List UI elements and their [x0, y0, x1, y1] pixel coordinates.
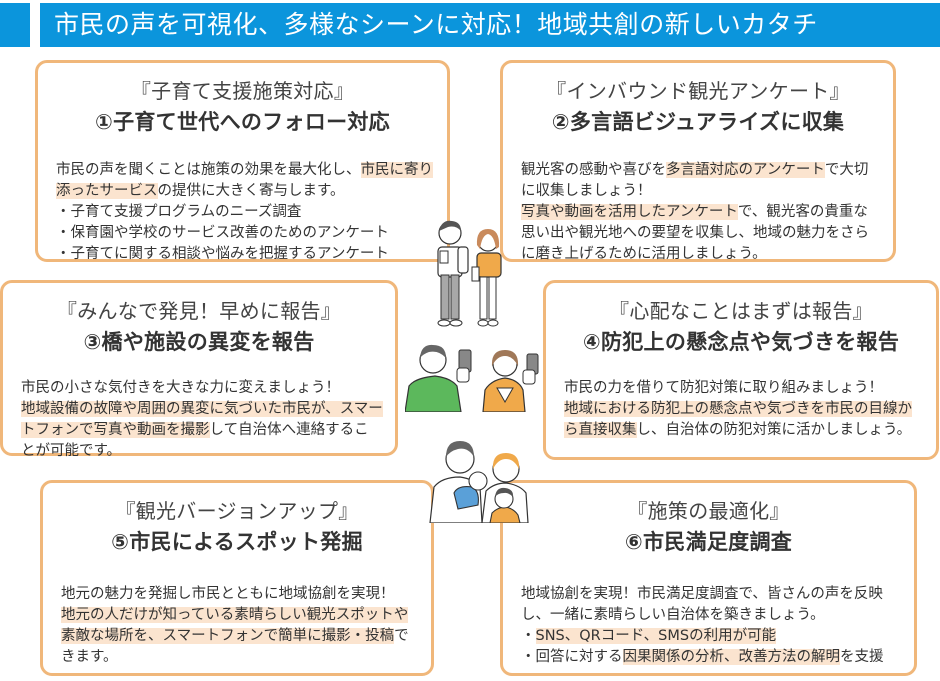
body-text: 市民の小さな気付きを大きな力に変えましょう！ [21, 380, 340, 396]
bullet-item: ・子育てに関する相談や悩みを把握するアンケート [56, 246, 389, 262]
body-text: できます。 [61, 628, 409, 665]
body-text: 市民の声を聞くことは施策の効果を最大化し、 [56, 162, 361, 178]
card-subtitle: 『子育て支援施策対応』 [130, 79, 355, 103]
header-accent-block [0, 3, 30, 47]
body-text: 観光客の感動や喜びを [521, 162, 666, 178]
card-body: 市民の力を借りて防犯対策に取り組みましょう！ 地域における防犯上の懸念点や気づき… [546, 378, 936, 441]
card-subtitle: 『観光バージョンアップ』 [115, 499, 359, 523]
card-title: ⑥市民満足度調査 [624, 530, 793, 554]
bullet-item: ・子育て支援プログラムのニーズ調査 [56, 204, 302, 220]
card-body: 市民の小さな気付きを大きな力に変えましょう！ 地域設備の故障や周囲の異変に気づい… [3, 378, 395, 462]
body-text: で大切に収集しましょう！ [521, 162, 869, 199]
highlighted-text: SNS、QRコード、SMSの利用が可能 [535, 628, 777, 644]
card-crime-prevention: 『心配なことはまずは報告』 ④防犯上の懸念点や気づきを報告 市民の力を借りて防犯… [543, 280, 939, 460]
body-text: で、観光客の貴重な思い出や観光地への要望を収集し、地域の魅力をさらに磨き上げるた… [521, 204, 869, 262]
body-text: し、自治体の防犯対策に活かしましょう。 [636, 422, 912, 438]
highlighted-text: 写真や動画を活用したアンケート [521, 204, 738, 220]
body-text: を支援 [840, 649, 884, 665]
bullet-marker: ・回答に対する [521, 649, 623, 665]
bullet-marker: ・ [521, 628, 536, 644]
smartphone-users-icon [404, 344, 539, 413]
card-tourism-spots: 『観光バージョンアップ』 ⑤市民によるスポット発掘 地元の魅力を発掘し市民ととも… [40, 480, 434, 676]
family-icon [429, 441, 529, 524]
card-subtitle: 『インバウンド観光アンケート』 [546, 79, 850, 103]
highlighted-text: 地元の人だけが知っている素晴らしい観光スポットや素敵な場所を、スマートフォンで簡… [61, 607, 409, 644]
card-title: ①子育て世代へのフォロー対応 [95, 110, 390, 134]
students-illustration [428, 215, 514, 333]
card-body: 市民の声を聞くことは施策の効果を最大化し、市民に寄り添ったサービスの提供に大きく… [38, 160, 447, 265]
card-body: 地域協創を実現！市民満足度調査で、皆さんの声を反映し、一緒に素晴らしい自治体を築… [503, 584, 914, 668]
students-icon [437, 220, 502, 327]
page-title: 市民の声を可視化、多様なシーンに対応！地域共創の新しいカタチ [40, 3, 940, 47]
card-facility-report: 『みんなで発見！早めに報告』 ③橋や施設の異変を報告 市民の小さな気付きを大きな… [0, 280, 398, 459]
card-subtitle: 『心配なことはまずは報告』 [609, 299, 873, 323]
card-body: 観光客の感動や喜びを多言語対応のアンケートで大切に収集しましょう！ 写真や動画を… [503, 160, 893, 265]
card-body: 地元の魅力を発掘し市民とともに地域協創を実現！ 地元の人だけが知っている素晴らし… [43, 584, 431, 668]
body-text: 地元の魅力を発掘し市民とともに地域協創を実現！ [61, 586, 395, 602]
card-title: ②多言語ビジュアライズに収集 [551, 110, 845, 134]
card-satisfaction-survey: 『施策の最適化』 ⑥市民満足度調査 地域協創を実現！市民満足度調査で、皆さんの声… [500, 480, 917, 676]
body-text: の提供に大きく寄与します。 [157, 183, 345, 199]
body-text: して自治体へ連絡することが可能です。 [21, 422, 369, 459]
card-title: ④防犯上の懸念点や気づきを報告 [582, 330, 900, 354]
card-inbound-tourism: 『インバウンド観光アンケート』 ②多言語ビジュアライズに収集 観光客の感動や喜び… [500, 60, 896, 262]
family-illustration [428, 435, 532, 524]
bullet-item: ・保育園や学校のサービス改善のためのアンケート [56, 225, 389, 241]
card-subtitle: 『施策の最適化』 [627, 499, 790, 523]
body-text: 市民の力を借りて防犯対策に取り組みましょう！ [564, 380, 883, 396]
phone-users-illustration [404, 340, 545, 413]
highlighted-text: 多言語対応のアンケート [666, 162, 825, 178]
card-title: ⑤市民によるスポット発掘 [111, 530, 363, 554]
card-childcare-support: 『子育て支援施策対応』 ①子育て世代へのフォロー対応 市民の声を聞くことは施策の… [35, 60, 450, 262]
card-title: ③橋や施設の異変を報告 [83, 330, 315, 354]
highlighted-text: 因果関係の分析、改善方法の解明 [622, 649, 840, 665]
body-text: 地域協創を実現！市民満足度調査で、皆さんの声を反映し、一緒に素晴らしい自治体を築… [521, 586, 883, 623]
card-subtitle: 『みんなで発見！早めに報告』 [56, 299, 342, 323]
